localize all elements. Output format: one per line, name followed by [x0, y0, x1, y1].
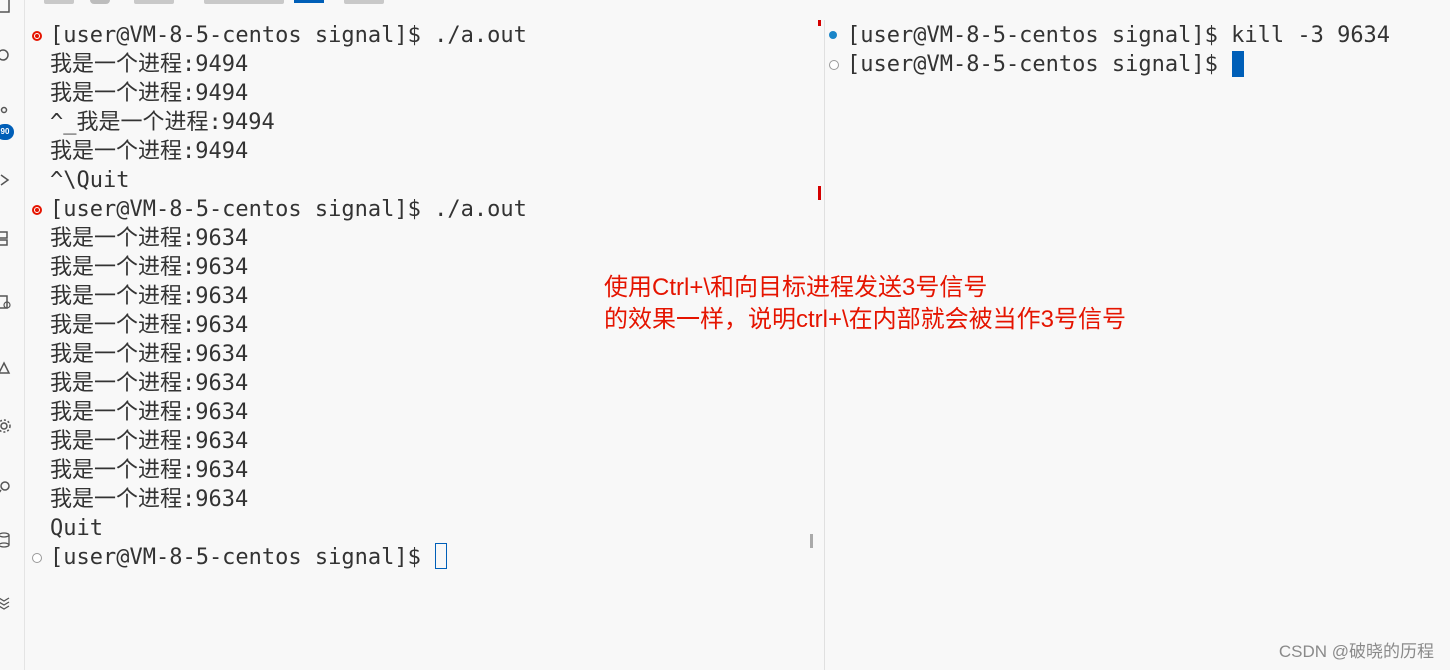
terminal-prompt-line: [user@VM-8-5-centos signal]$ ./a.out — [50, 21, 527, 50]
terminal-line-text: 我是一个进程:9634 — [50, 342, 249, 367]
terminal-line-text: [user@VM-8-5-centos signal]$ — [847, 52, 1218, 77]
tab-fragment[interactable] — [44, 0, 74, 4]
scroll-error-marker — [818, 186, 821, 200]
search-icon[interactable] — [0, 48, 12, 64]
terminal-output-line: 我是一个进程:9494 — [50, 137, 248, 166]
command-decoration-default[interactable] — [32, 553, 42, 563]
terminal-output-line: 我是一个进程:9494 — [50, 79, 248, 108]
terminal-pane-right[interactable]: [user@VM-8-5-centos signal]$ kill -3 963… — [824, 20, 1450, 670]
terminal-prompt-line: [user@VM-8-5-centos signal]$ — [847, 50, 1244, 79]
terminal-line-text: 我是一个进程:9634 — [50, 255, 249, 280]
command-decoration-error[interactable] — [32, 31, 42, 41]
terminal-output-line: 我是一个进程:9634 — [50, 398, 248, 427]
source-control-badge: 90 — [0, 124, 14, 140]
source-control-icon[interactable] — [0, 106, 12, 122]
terminal-line-text: 我是一个进程:9634 — [50, 284, 249, 309]
terminal-output-line: Quit — [50, 514, 103, 543]
terminal-line-text: 我是一个进程:9634 — [50, 429, 249, 454]
extensions-icon[interactable] — [0, 480, 12, 496]
terminal-output-line: 我是一个进程:9634 — [50, 224, 248, 253]
terminal-prompt-line: [user@VM-8-5-centos signal]$ — [50, 543, 447, 572]
tab-fragment[interactable] — [344, 0, 384, 4]
command-decoration-success[interactable] — [829, 31, 837, 39]
terminal-cursor[interactable] — [434, 543, 447, 569]
terminal-line-text: ^_我是一个进程:9494 — [50, 110, 275, 135]
annotation-text: 使用Ctrl+\和向目标进程发送3号信号 的效果一样，说明ctrl+\在内部就会… — [604, 272, 1126, 336]
watermark: CSDN @破晓的历程 — [1278, 642, 1434, 661]
run-debug-icon[interactable] — [0, 172, 12, 188]
activity-bar: 90 — [0, 0, 25, 670]
terminal-line-text: Quit — [50, 516, 103, 541]
terminal-cursor[interactable] — [1231, 51, 1244, 77]
terminal-output-line: 我是一个进程:9634 — [50, 311, 248, 340]
terminal-output-line: ^\Quit — [50, 166, 129, 195]
explorer-icon[interactable] — [0, 0, 12, 14]
terminal-line-text: 我是一个进程:9494 — [50, 52, 249, 77]
tab-fragment[interactable] — [90, 0, 110, 4]
terminal-output-line: ^_我是一个进程:9494 — [50, 108, 275, 137]
terminal-line-text: ^\Quit — [50, 168, 130, 193]
terminal-line-text: 我是一个进程:9634 — [50, 400, 249, 425]
tab-fragment[interactable] — [134, 0, 174, 4]
warning-icon[interactable] — [0, 360, 12, 376]
layers-icon[interactable] — [0, 594, 12, 610]
terminal-output-line: 我是一个进程:9634 — [50, 456, 248, 485]
remote-explorer-icon[interactable] — [0, 230, 12, 246]
terminal-output-line: 我是一个进程:9634 — [50, 282, 248, 311]
terminal-line-text: 我是一个进程:9494 — [50, 139, 249, 164]
terminal-prompt-line: [user@VM-8-5-centos signal]$ ./a.out — [50, 195, 527, 224]
tab-bar — [24, 0, 824, 6]
terminal-line-text: 我是一个进程:9634 — [50, 487, 249, 512]
testing-icon[interactable] — [0, 294, 12, 310]
terminal-output-line: 我是一个进程:9634 — [50, 485, 248, 514]
terminal-output-line: 我是一个进程:9634 — [50, 369, 248, 398]
active-tab-indicator[interactable] — [294, 0, 324, 3]
terminal-line-text: [user@VM-8-5-centos signal]$ kill -3 963… — [847, 23, 1391, 48]
terminal-line-text: [user@VM-8-5-centos signal]$ — [50, 545, 421, 570]
terminal-prompt-line: [user@VM-8-5-centos signal]$ kill -3 963… — [847, 21, 1390, 50]
terminal-pane-left[interactable]: [user@VM-8-5-centos signal]$ ./a.out 我是一个… — [28, 20, 822, 670]
terminal-line-text: 我是一个进程:9634 — [50, 226, 249, 251]
terminal-line-text: 我是一个进程:9494 — [50, 81, 249, 106]
terminal-output-line: 我是一个进程:9634 — [50, 340, 248, 369]
command-decoration-default[interactable] — [829, 60, 839, 70]
annotation-line-1: 使用Ctrl+\和向目标进程发送3号信号 — [604, 274, 988, 301]
terminal-output-line: 我是一个进程:9634 — [50, 427, 248, 456]
terminal-line-text: 我是一个进程:9634 — [50, 313, 249, 338]
scroll-error-marker — [818, 20, 821, 26]
command-decoration-error[interactable] — [32, 205, 42, 215]
scrollbar-thumb[interactable] — [810, 534, 813, 548]
terminal-line-text: [user@VM-8-5-centos signal]$ ./a.out — [50, 197, 527, 222]
settings-gear-icon[interactable] — [0, 418, 12, 434]
annotation-line-2: 的效果一样，说明ctrl+\在内部就会被当作3号信号 — [604, 306, 1127, 333]
terminal-output-line: 我是一个进程:9634 — [50, 253, 248, 282]
terminal-line-text: 我是一个进程:9634 — [50, 371, 249, 396]
database-icon[interactable] — [0, 532, 12, 548]
terminal-line-text: [user@VM-8-5-centos signal]$ ./a.out — [50, 23, 527, 48]
tab-fragment[interactable] — [204, 0, 284, 4]
terminal-line-text: 我是一个进程:9634 — [50, 458, 249, 483]
terminal-output-line: 我是一个进程:9494 — [50, 50, 248, 79]
